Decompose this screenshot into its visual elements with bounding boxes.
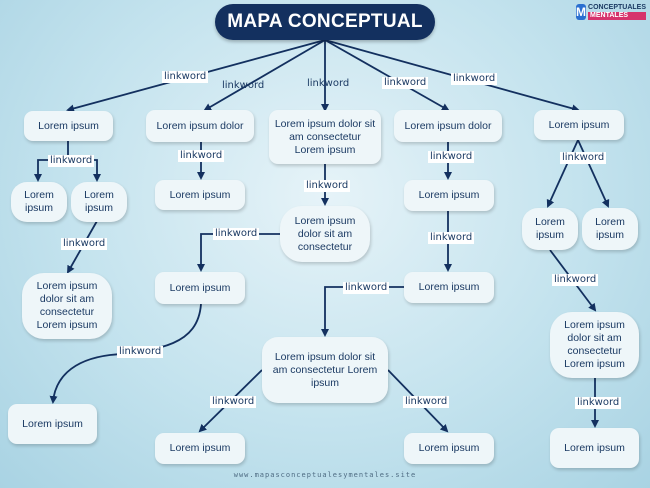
concept-node: Lorem ipsum	[582, 208, 638, 250]
linkword-label: linkword	[552, 274, 599, 286]
linkword-label: linkword	[61, 238, 108, 250]
linkword-label: linkword	[117, 346, 164, 358]
linkword-label: linkword	[575, 397, 622, 409]
brand-logo: M CONCEPTUALES MENTALES	[576, 2, 646, 22]
linkword-label: linkword	[48, 155, 95, 167]
concept-node: Lorem ipsum dolor sit am consectetur Lor…	[262, 337, 388, 403]
linkword-label: linkword	[307, 78, 350, 89]
linkword-label: linkword	[403, 396, 450, 408]
concept-node: Lorem ipsum dolor sit am consectetur	[280, 206, 370, 262]
concept-node: Lorem ipsum	[550, 428, 639, 468]
concept-node: Lorem ipsum dolor sit am consectetur Lor…	[550, 312, 639, 378]
concept-node: Lorem ipsum	[404, 180, 494, 211]
logo-line-2: MENTALES	[588, 12, 646, 20]
concept-node: Lorem ipsum dolor	[146, 110, 254, 142]
concept-node: Lorem ipsum	[8, 404, 97, 444]
linkword-label: linkword	[222, 80, 265, 91]
concept-node: Lorem ipsum dolor sit am consectetur Lor…	[22, 273, 112, 339]
linkword-label: linkword	[428, 151, 475, 163]
linkword-label: linkword	[382, 77, 429, 89]
concept-node: Lorem ipsum	[24, 111, 113, 141]
concept-node: Lorem ipsum	[404, 433, 494, 464]
linkword-label: linkword	[213, 228, 260, 240]
site-footer: www.mapasconceptualesymentales.site	[233, 471, 417, 479]
concept-node: Lorem ipsum	[534, 110, 624, 140]
concept-node: Lorem ipsum dolor sit am consectetur Lor…	[269, 110, 381, 164]
linkword-label: linkword	[560, 152, 607, 164]
logo-line-1: CONCEPTUALES	[588, 4, 646, 11]
concept-node: Lorem ipsum dolor	[394, 110, 502, 142]
linkword-label: linkword	[178, 150, 225, 162]
concept-node: Lorem ipsum	[404, 272, 494, 303]
logo-text: CONCEPTUALES MENTALES	[588, 4, 646, 20]
linkword-label: linkword	[162, 71, 209, 83]
concept-node: Lorem ipsum	[11, 182, 67, 222]
map-title: MAPA CONCEPTUAL	[215, 4, 435, 40]
linkword-label: linkword	[428, 232, 475, 244]
linkword-label: linkword	[343, 282, 390, 294]
linkword-label: linkword	[304, 180, 351, 192]
logo-mark-icon: M	[576, 4, 587, 20]
linkword-label: linkword	[210, 396, 257, 408]
concept-node: Lorem ipsum	[155, 433, 245, 464]
linkword-label: linkword	[451, 73, 498, 85]
concept-node: Lorem ipsum	[155, 180, 245, 210]
concept-node: Lorem ipsum	[71, 182, 127, 222]
concept-node: Lorem ipsum	[522, 208, 578, 250]
concept-node: Lorem ipsum	[155, 272, 245, 304]
